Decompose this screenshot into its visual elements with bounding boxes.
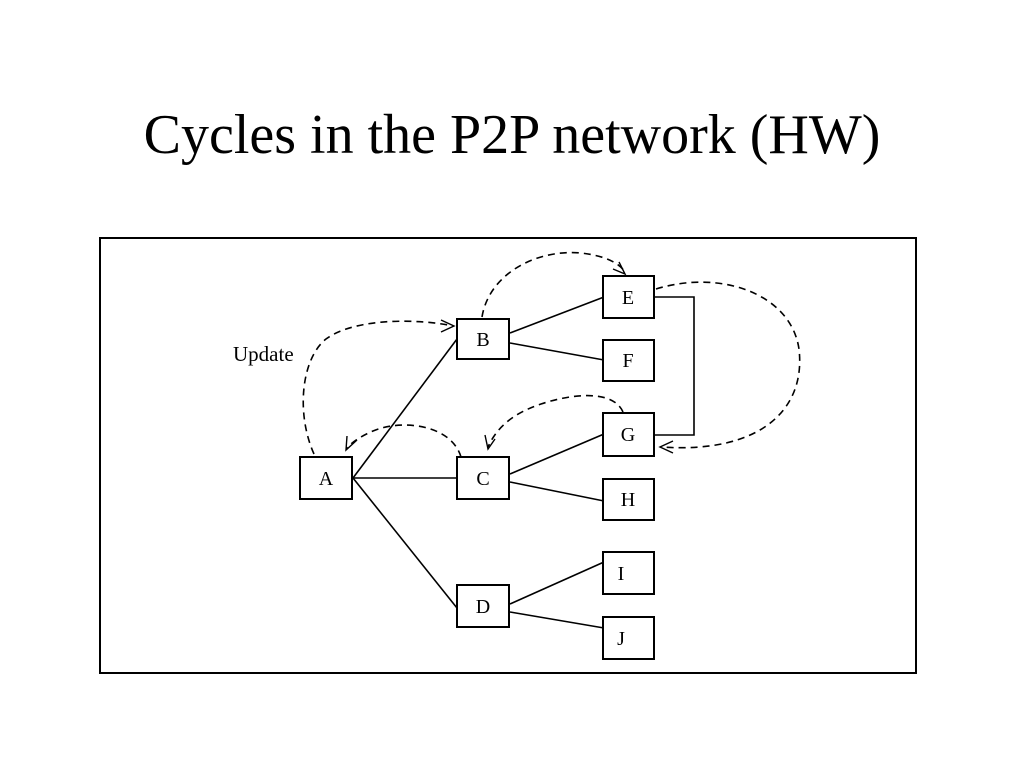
node-j-label: J: [617, 628, 625, 650]
node-f-label: F: [622, 350, 633, 372]
node-f: F: [602, 339, 655, 382]
node-g-box: [602, 412, 655, 457]
edge-a-b: [352, 338, 458, 479]
edge-a-d: [352, 477, 458, 609]
dashed-update-paths: [302, 251, 801, 458]
node-j: J: [602, 616, 655, 660]
node-c-box: [456, 456, 510, 500]
node-e: E: [602, 275, 655, 319]
arrowhead-to-g: [658, 440, 674, 454]
node-g: G: [602, 412, 655, 457]
network-diagram: Update A B C D E F G: [233, 251, 801, 660]
arrowhead-to-e: [612, 261, 627, 276]
node-g-label: G: [621, 424, 635, 446]
node-i-box: [602, 551, 655, 595]
node-j-box: [602, 616, 655, 660]
node-b-box: [456, 318, 510, 360]
edge-b-f: [509, 342, 605, 361]
node-d-box: [456, 584, 510, 628]
update-path-a-b: [302, 320, 454, 455]
node-a-label: A: [319, 468, 334, 490]
node-b-label: B: [476, 329, 489, 351]
arrowhead-to-a: [345, 435, 358, 452]
update-path-e-g: [655, 281, 801, 449]
node-f-box: [602, 339, 655, 382]
node-i-label: I: [618, 563, 625, 585]
node-h-label: H: [621, 489, 635, 511]
arrowhead-to-c: [484, 434, 496, 451]
slide-title: Cycles in the P2P network (HW): [143, 104, 881, 166]
solid-edges: [352, 296, 695, 629]
node-d-label: D: [476, 596, 490, 618]
node-d: D: [456, 584, 510, 628]
node-e-label: E: [622, 287, 634, 309]
update-path-g-c: [487, 394, 624, 448]
node-c: C: [456, 456, 510, 500]
network-diagram-frame: Update A B C D E F G: [99, 237, 917, 674]
node-i: I: [602, 551, 655, 595]
update-annotation: Update: [233, 342, 294, 366]
edge-c-g: [509, 433, 605, 475]
edge-c-h: [509, 481, 605, 502]
update-path-c-a: [345, 424, 462, 458]
node-h-box: [602, 478, 655, 521]
arrowheads: [345, 261, 674, 454]
node-e-box: [602, 275, 655, 319]
edge-e-g: [654, 296, 695, 436]
node-a: A: [299, 456, 353, 500]
node-a-box: [299, 456, 353, 500]
edge-d-j: [509, 611, 605, 629]
edge-d-i: [509, 561, 605, 605]
node-h: H: [602, 478, 655, 521]
arrowhead-to-b: [440, 319, 456, 333]
node-c-label: C: [476, 468, 489, 490]
edge-b-e: [509, 296, 605, 334]
node-b: B: [456, 318, 510, 360]
